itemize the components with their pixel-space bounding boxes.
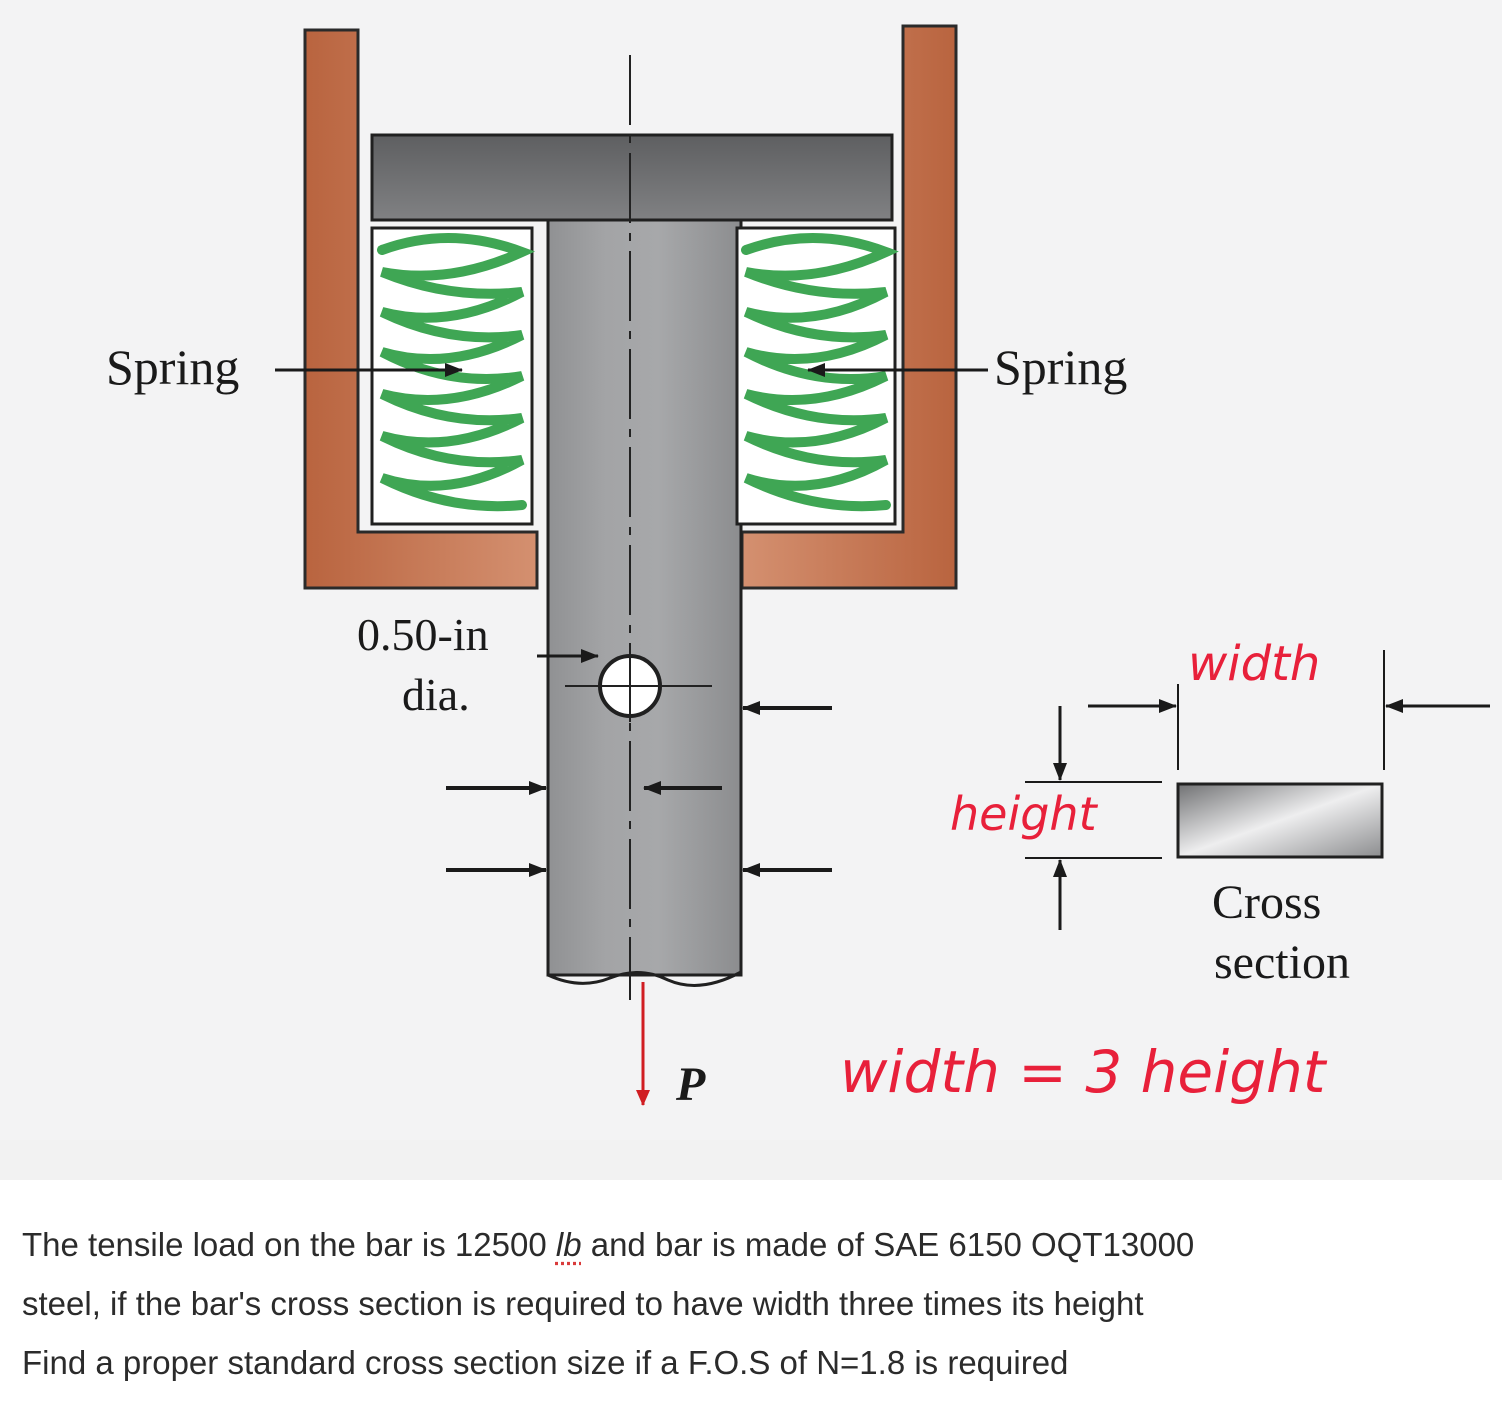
spring-label-right: Spring [994, 339, 1127, 395]
load-label: P [675, 1058, 706, 1111]
cross-section-label-line2: section [1214, 936, 1350, 989]
handwritten-width: width [1188, 636, 1320, 692]
spring-bar-diagram: Spring Spring 0.50-in dia. P Cross secti… [106, 24, 1490, 1111]
question-line-1-start: The tensile load on the bar is 12500 [22, 1226, 556, 1263]
bar-head [370, 133, 894, 222]
cross-section-label-line1: Cross [1212, 876, 1321, 929]
housing-left [303, 28, 539, 590]
question-line-1: The tensile load on the bar is 12500 lb … [22, 1226, 1194, 1264]
load-unit: lb [555, 1226, 582, 1263]
spring-label-left: Spring [106, 339, 239, 395]
handwritten-relation: width = 3 height [840, 1038, 1328, 1106]
question-line-2: steel, if the bar's cross section is req… [22, 1285, 1144, 1322]
question-card: The tensile load on the bar is 12500 lb … [0, 1180, 1502, 1422]
hole-dia-label-line2: dia. [402, 669, 470, 720]
hole-dia-label-line1: 0.50-in [357, 609, 489, 660]
question-line-3: Find a proper standard cross section siz… [22, 1344, 1069, 1381]
cross-section-rect [1176, 782, 1384, 859]
figure-area: Spring Spring 0.50-in dia. P Cross secti… [106, 24, 1490, 1111]
bar-break-line [547, 970, 742, 987]
question-line-1-end: and bar is made of SAE 6150 OQT13000 [581, 1226, 1195, 1263]
handwritten-height: height [950, 787, 1099, 841]
